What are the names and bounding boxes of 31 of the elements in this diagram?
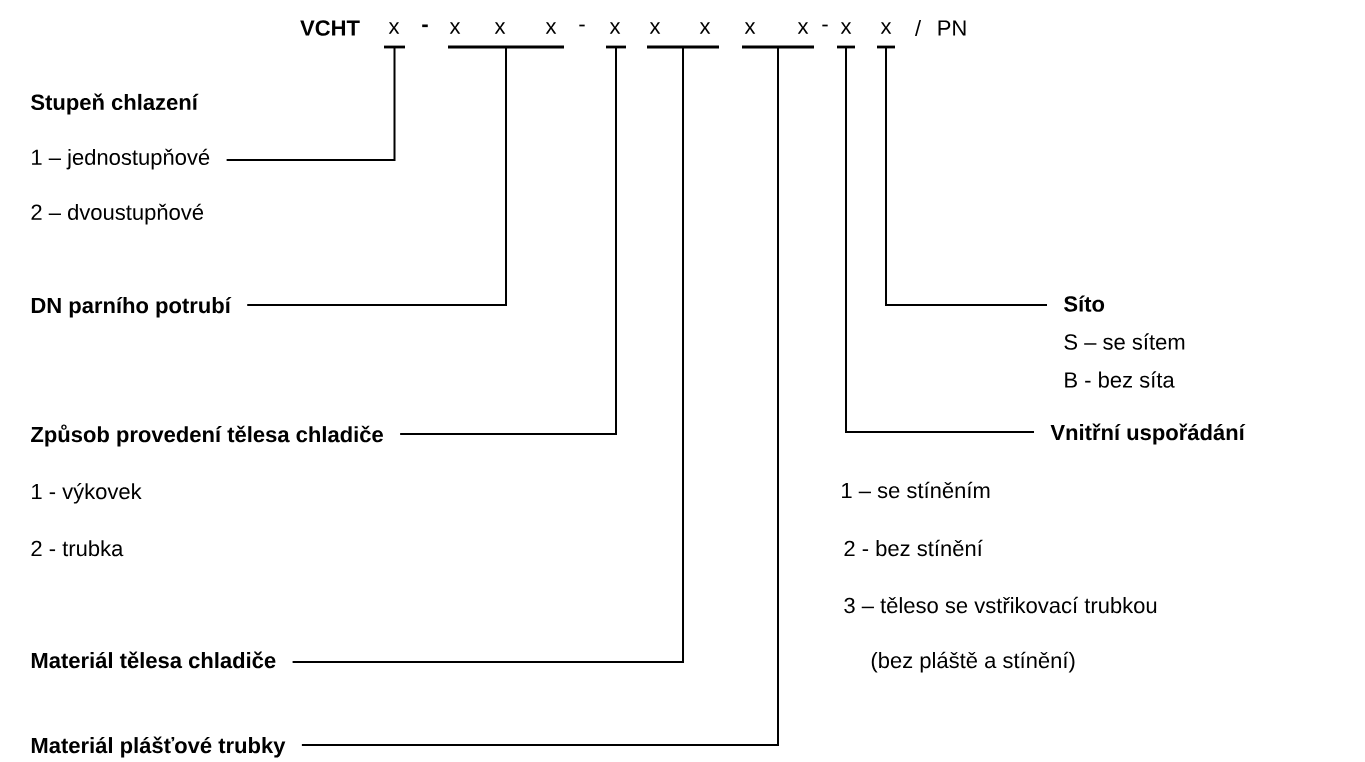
code-separator: - [422, 24, 428, 28]
code-field: x [877, 22, 895, 49]
code-separator: / [914, 19, 922, 37]
code-field: x x [647, 22, 719, 49]
code-field: x [384, 22, 405, 49]
option-text: 1 – se stíněním [842, 481, 990, 499]
leader-line [399, 46, 617, 435]
leader-line [225, 46, 396, 161]
leader-line [246, 46, 507, 306]
code-separator: - [579, 24, 585, 27]
code-separator: - [822, 24, 828, 27]
option-list: Síto S – se sítem B - bez síta [1064, 295, 1185, 388]
code-field: x x x [448, 22, 564, 49]
code-field: x [837, 22, 855, 49]
leader-line [885, 46, 1048, 306]
option-list: Stupeň chlazení 1 – jednostupňové 2 – dvoustupňové [31, 93, 210, 225]
heading: Materiál plášťové trubky [31, 736, 286, 758]
leader-line [291, 46, 684, 663]
heading: Vnitřní uspořádání [1050, 423, 1246, 445]
code-field: x [606, 22, 626, 49]
option-text: 3 – těleso se vstřikovací trubkou [844, 596, 1157, 614]
option-text: 2 - bez stínění [844, 539, 983, 557]
leader-line [845, 46, 1035, 433]
code-suffix: PN [938, 20, 966, 36]
leader-line [300, 46, 779, 746]
option-text: (bez pláště a stínění) [871, 651, 1075, 673]
code-prefix: VCHT [300, 20, 360, 36]
code-field: x x [742, 22, 814, 49]
option-list: Způsob provedení tělesa chladiče 1 - výkovek 2 - trubka [31, 424, 383, 557]
heading: DN parního potrubí [31, 296, 232, 318]
heading: Materiál tělesa chladiče [31, 651, 276, 669]
